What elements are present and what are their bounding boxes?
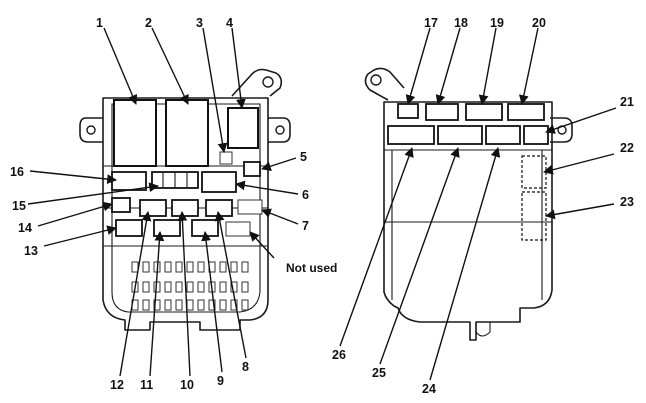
label-23: 23 bbox=[620, 195, 634, 209]
grid-slot bbox=[164, 299, 172, 311]
grid-slot bbox=[230, 261, 238, 273]
label-22: 22 bbox=[620, 141, 634, 155]
fuse-7 bbox=[237, 199, 263, 215]
grid-slot bbox=[186, 299, 194, 311]
grid-slot bbox=[197, 261, 205, 273]
label-11: 11 bbox=[140, 378, 153, 392]
grid-slot bbox=[186, 261, 194, 273]
fuse-16 bbox=[111, 171, 147, 191]
fuse-21 bbox=[523, 125, 549, 145]
fuse-26 bbox=[387, 125, 435, 145]
leader-lines bbox=[27, 27, 617, 381]
grid-slot bbox=[175, 299, 183, 311]
grid-slot bbox=[175, 261, 183, 273]
grid-slot bbox=[230, 299, 238, 311]
grid-slot bbox=[164, 261, 172, 273]
label-1: 1 bbox=[96, 16, 103, 30]
grid-slot bbox=[153, 299, 161, 311]
grid-slot bbox=[219, 281, 227, 293]
grid-slot bbox=[197, 299, 205, 311]
grid-slot bbox=[241, 281, 249, 293]
callout-labels: 1 2 3 4 5 6 7 8 9 10 11 12 13 14 15 16 N… bbox=[10, 16, 634, 396]
label-10: 10 bbox=[180, 378, 194, 392]
fuse-11b bbox=[153, 219, 181, 237]
label-4: 4 bbox=[226, 16, 233, 30]
grid-slot bbox=[208, 299, 216, 311]
label-5: 5 bbox=[300, 150, 307, 164]
label-18: 18 bbox=[454, 16, 468, 30]
label-6: 6 bbox=[302, 188, 309, 202]
relay-19 bbox=[465, 103, 503, 121]
relay-18 bbox=[425, 103, 459, 121]
label-8: 8 bbox=[242, 360, 249, 374]
grid-slot bbox=[197, 281, 205, 293]
grid-slot bbox=[219, 261, 227, 273]
relay-4 bbox=[227, 107, 259, 149]
label-9: 9 bbox=[217, 374, 224, 388]
fuse-6 bbox=[201, 171, 237, 193]
label-25: 25 bbox=[372, 366, 386, 380]
grid-slot bbox=[219, 299, 227, 311]
label-2: 2 bbox=[145, 16, 152, 30]
grid-slot bbox=[142, 261, 150, 273]
label-21: 21 bbox=[620, 95, 634, 109]
label-14: 14 bbox=[18, 221, 32, 235]
fuse-13 bbox=[115, 219, 143, 237]
label-17: 17 bbox=[424, 16, 438, 30]
relay-17 bbox=[397, 103, 419, 119]
relay-3 bbox=[219, 151, 233, 165]
label-15: 15 bbox=[12, 199, 26, 213]
grid-slot bbox=[164, 281, 172, 293]
grid-slot bbox=[142, 281, 150, 293]
left-fuse-box bbox=[79, 68, 291, 331]
small-fuse-grid bbox=[131, 261, 249, 311]
slot-not-used bbox=[225, 221, 251, 237]
label-not-used: Not used bbox=[286, 261, 337, 275]
relay-2 bbox=[165, 99, 209, 167]
grid-slot bbox=[186, 281, 194, 293]
label-20: 20 bbox=[532, 16, 546, 30]
label-26: 26 bbox=[332, 348, 346, 362]
right-fuse-box bbox=[364, 67, 573, 341]
grid-slot bbox=[142, 299, 150, 311]
fuse-12 bbox=[139, 199, 167, 217]
relay-1 bbox=[113, 99, 157, 167]
label-12: 12 bbox=[110, 378, 124, 392]
relay-20 bbox=[507, 103, 545, 121]
fuse-25 bbox=[437, 125, 483, 145]
grid-slot bbox=[241, 261, 249, 273]
label-19: 19 bbox=[490, 16, 504, 30]
label-7: 7 bbox=[302, 219, 309, 233]
relay-5 bbox=[243, 161, 261, 177]
grid-slot bbox=[175, 281, 183, 293]
label-24: 24 bbox=[422, 382, 436, 396]
label-13: 13 bbox=[24, 244, 38, 258]
fuse-24 bbox=[485, 125, 521, 145]
grid-slot bbox=[241, 299, 249, 311]
grid-slot bbox=[131, 261, 139, 273]
label-3: 3 bbox=[196, 16, 203, 30]
fuse-14 bbox=[111, 197, 131, 213]
label-16: 16 bbox=[10, 165, 24, 179]
fuse-11 bbox=[171, 199, 199, 217]
